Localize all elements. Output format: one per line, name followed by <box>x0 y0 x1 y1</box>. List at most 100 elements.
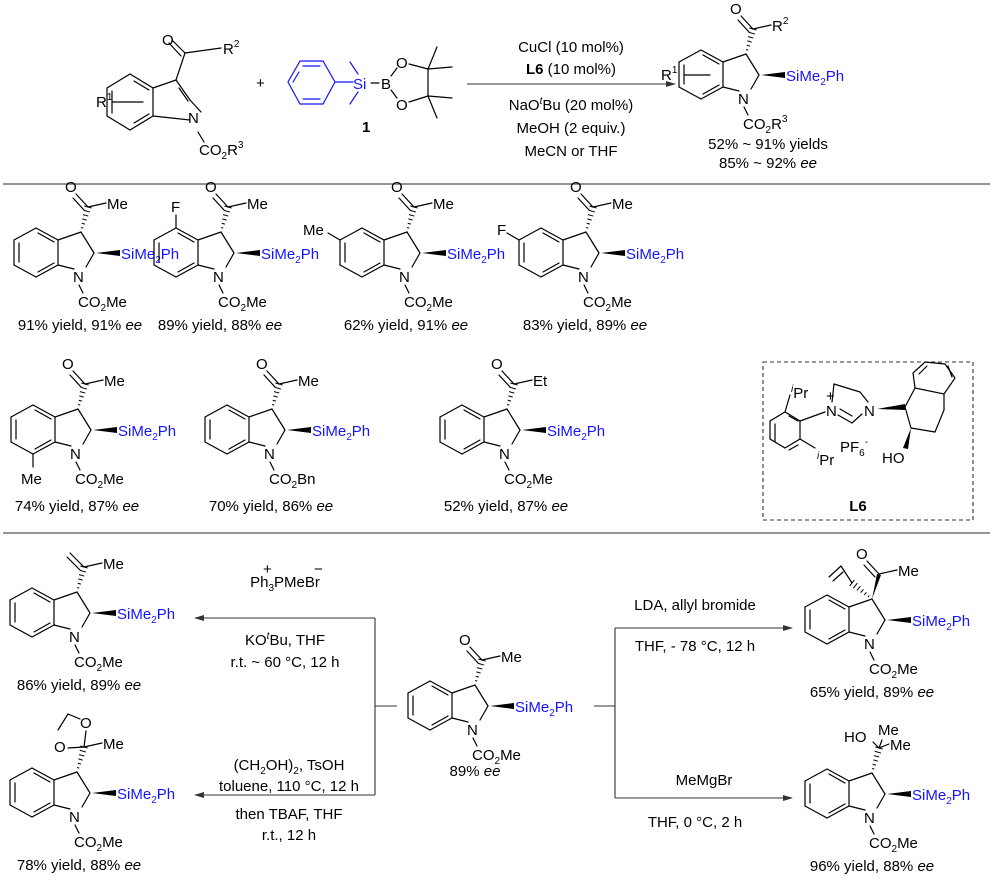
acyl-substituent: Me <box>247 196 268 213</box>
wittig-reagent: Ph3PMeBr <box>250 574 320 594</box>
acyl-substituent: R2 <box>772 16 789 35</box>
ketal-cond2: toluene, 110 °C, 12 h <box>219 778 359 795</box>
silyl-wedge-bond <box>522 427 546 433</box>
acyl-substituent: Me <box>104 373 125 390</box>
allylation-cond1: LDA, allyl bromide <box>634 597 756 614</box>
silyl-wedge-bond <box>236 250 260 256</box>
carbonyl-o: O <box>65 179 77 196</box>
carbonyl-o: O <box>459 632 471 649</box>
silyl-group: SiMe2Ph <box>912 787 970 807</box>
indoline-n: N <box>70 446 81 463</box>
yield-ee: 70% yield, 86% ee <box>209 498 333 515</box>
indoline-n: N <box>864 810 875 827</box>
reagent-o2: O <box>396 97 408 114</box>
carbonyl-o: O <box>856 546 868 563</box>
reagent-b: B <box>381 76 391 93</box>
acyl-substituent: Me <box>612 196 633 213</box>
ring-substituent: F <box>497 222 506 239</box>
carbonyl-o: O <box>730 1 742 18</box>
ketal-o2: O <box>54 739 66 756</box>
substrate-ester: CO2R3 <box>199 140 244 162</box>
reagent-o1: O <box>396 55 408 72</box>
general-reaction: N O R2 R1 CO2R3 + Si B O O <box>96 1 844 172</box>
indoline-n: N <box>399 269 410 286</box>
ring-substituent: Me <box>21 471 42 488</box>
substrate-n: N <box>188 110 199 127</box>
silyl-wedge-bond <box>287 427 311 433</box>
condition-meoh: MeOH (2 equiv.) <box>517 120 626 137</box>
grignard-cond1: MeMgBr <box>676 772 733 789</box>
acyl-substituent: Me <box>501 649 522 666</box>
n-ester-group: CO2Me <box>404 294 453 314</box>
silyl-group: SiMe2Ph <box>117 606 175 626</box>
silyl-wedge-bond <box>887 791 911 797</box>
n-ester-group: CO2Me <box>75 471 124 491</box>
silyl-wedge-bond <box>92 610 116 616</box>
wittig-yield: 86% yield, 89% ee <box>17 677 141 694</box>
wittig-minus: − <box>314 561 323 578</box>
grignard-yield: 96% yield, 88% ee <box>810 858 934 875</box>
indoline-n: N <box>578 269 589 286</box>
condition-cucl: CuCl (10 mol%) <box>518 39 624 56</box>
carbonyl-o: O <box>491 356 503 373</box>
acyl-substituent: Me <box>298 373 319 390</box>
indoline-n: N <box>69 629 80 646</box>
n-ester-group: CO2Bn <box>269 471 315 491</box>
ee-range: 85% ~ 92% ee <box>719 155 817 172</box>
n-ester-group: CO2Me <box>504 471 553 491</box>
grignard-me2: Me <box>890 737 911 754</box>
carbonyl-o: O <box>391 179 403 196</box>
grignard-ho: HO <box>844 729 867 746</box>
indoline-n: N <box>864 636 875 653</box>
yield-ee: 89% yield, 88% ee <box>158 317 282 334</box>
silyl-group: SiMe2Ph <box>117 786 175 806</box>
silyl-wedge-bond <box>93 427 117 433</box>
silylboronate-reagent: Si B O O 1 <box>287 46 453 136</box>
ligand-l6-box: iPr iPr N + N HO PF6- L6 <box>762 361 974 521</box>
reagent-label: 1 <box>362 119 370 136</box>
n-ester-group: CO2Me <box>78 294 127 314</box>
carbonyl-o: O <box>570 179 582 196</box>
ketal-o1: O <box>80 715 92 732</box>
acyl-substituent: Et <box>533 373 548 390</box>
indoline-n: N <box>73 269 84 286</box>
ligand-n-plus: N <box>826 403 837 420</box>
product-r1: R1 <box>661 65 678 84</box>
wittig-cond2: r.t. ~ 60 °C, 12 h <box>231 654 340 671</box>
n-ester-group: CO2Me <box>74 834 123 854</box>
indoline-n: N <box>738 91 749 108</box>
ligand-ipr-top: iPr <box>791 384 808 402</box>
n-ester-group: CO2Me <box>472 747 521 767</box>
allylation-cond2: THF, - 78 °C, 12 h <box>635 638 755 655</box>
carbonyl-o: O <box>256 356 268 373</box>
acyl-substituent: Me <box>107 196 128 213</box>
ligand-ipr-bottom: iPr <box>817 451 834 469</box>
indoline-n: N <box>467 722 478 739</box>
n-ester-group: CO2Me <box>869 661 918 681</box>
wittig-cond1: KOtBu, THF <box>245 631 325 649</box>
wittig-plus: + <box>263 561 272 578</box>
silyl-group: SiMe2Ph <box>912 613 970 633</box>
silyl-group: SiMe2Ph <box>786 68 844 88</box>
silyl-wedge-bond <box>761 72 785 78</box>
indoline-n: N <box>213 269 224 286</box>
substrate-indole: N O R2 R1 CO2R3 <box>96 32 244 162</box>
silyl-wedge-bond <box>96 250 120 256</box>
ketal-methyl: Me <box>103 736 124 753</box>
silyl-group: SiMe2Ph <box>121 246 179 266</box>
condition-solvent: MeCN or THF <box>524 143 617 160</box>
carbonyl-o: O <box>205 179 217 196</box>
